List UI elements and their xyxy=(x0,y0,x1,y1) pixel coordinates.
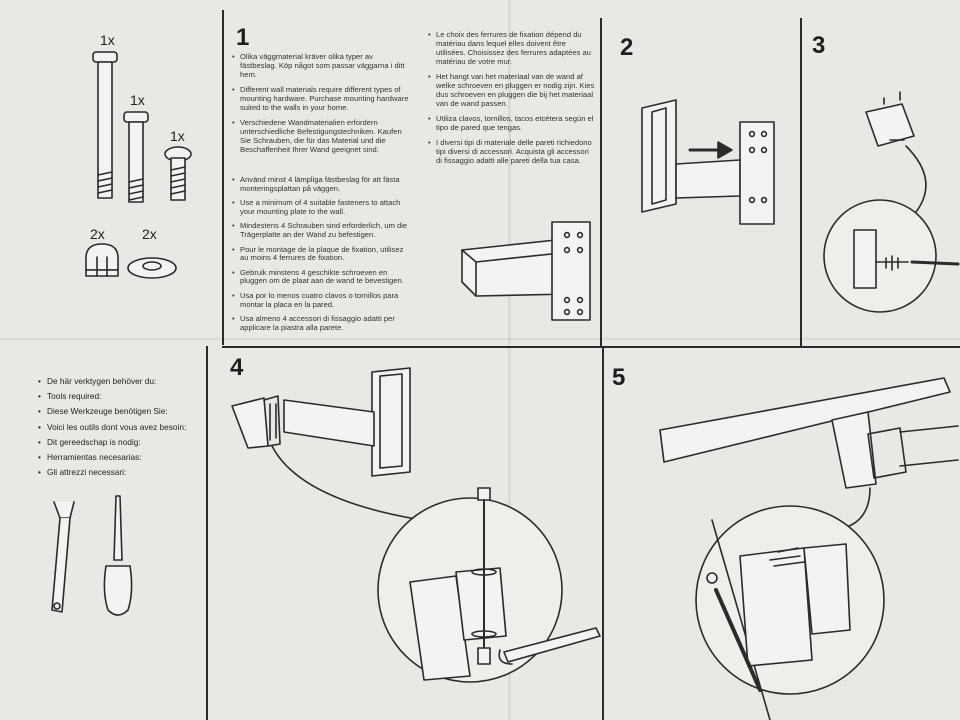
tools-item-sv: De här verktygen behöver du: xyxy=(38,374,218,389)
step-number-1: 1 xyxy=(236,24,250,51)
qty-washer: 2x xyxy=(142,226,157,242)
tools-item-fr: Voici les outils dont vous avez besoin: xyxy=(38,420,218,435)
screwdriver-icon xyxy=(103,495,133,616)
tools-item-de: Diese Werkzeuge benötigen Sie: xyxy=(38,404,218,419)
text-en-top: Different wall materials require differe… xyxy=(232,85,410,112)
tools-item-nl: Dit gereedschap is nodig: xyxy=(38,435,218,450)
step5-illustration xyxy=(659,377,959,720)
text-sv-bottom: Använd minst 4 lämpliga fästbeslag för a… xyxy=(232,175,410,193)
qty-long-bolt: 1x xyxy=(100,32,115,48)
tools-item-it: Gli attrezzi necessari: xyxy=(38,465,218,480)
short-bolt-icon xyxy=(164,146,192,201)
step-number-4: 4 xyxy=(230,354,244,381)
fold-line-horizontal xyxy=(0,338,960,340)
grid-line-v3 xyxy=(800,18,802,348)
step1-text-top: Olika väggmaterial kräver olika typer av… xyxy=(232,52,410,160)
washer-icon xyxy=(127,257,177,279)
tools-item-en: Tools required: xyxy=(38,389,218,404)
step3-illustration xyxy=(823,91,960,313)
tools-item-es: Herramientas necesarias: xyxy=(38,450,218,465)
fold-line-vertical xyxy=(508,0,511,720)
text-de-bottom: Mindestens 4 Schrauben sind erforderlich… xyxy=(232,222,410,239)
step4-illustration xyxy=(231,367,601,683)
mid-bolt-icon xyxy=(123,111,149,203)
cap-nut-icon xyxy=(85,243,119,277)
grid-line-h1 xyxy=(222,346,960,348)
grid-line-v5 xyxy=(602,348,604,720)
text-it-top: I diversi tipi di materiale delle pareti… xyxy=(428,138,596,165)
step-number-3: 3 xyxy=(812,32,826,59)
text-fr-bottom: Pour le montage de la plaque de fixation… xyxy=(232,245,410,263)
text-fr-top: Le choix des ferrures de fixation dépend… xyxy=(428,30,596,66)
qty-short-bolt: 1x xyxy=(170,128,185,144)
text-es-top: Utiliza clavos, tornillos, tacos etcéter… xyxy=(428,114,596,132)
step-number-2: 2 xyxy=(620,34,634,61)
tools-list: De här verktygen behöver du: Tools requi… xyxy=(38,374,218,481)
wrench-icon xyxy=(51,501,75,613)
text-es-bottom: Usa por lo menos cuatro clavos o tornill… xyxy=(232,291,410,309)
text-en-bottom: Use a minimum of 4 suitable fasteners to… xyxy=(232,198,410,216)
grid-line-v2 xyxy=(600,18,602,348)
step-number-5: 5 xyxy=(612,364,626,391)
step1-bracket-illustration xyxy=(461,221,591,321)
long-bolt-icon xyxy=(92,51,118,199)
grid-line-v1 xyxy=(222,10,224,345)
text-nl-top: Het hangt van het materiaal van de wand … xyxy=(428,72,596,108)
step1-text-right: Le choix des ferrures de fixation dépend… xyxy=(428,30,596,171)
grid-line-v4 xyxy=(206,346,208,720)
step1-text-bottom: Använd minst 4 lämpliga fästbeslag för a… xyxy=(232,175,410,338)
text-sv-top: Olika väggmaterial kräver olika typer av… xyxy=(232,52,410,79)
text-it-bottom: Usa almeno 4 accessori di fissaggio adat… xyxy=(232,314,410,332)
qty-nut: 2x xyxy=(90,226,105,242)
text-nl-bottom: Gebruik minstens 4 geschikte schroeven e… xyxy=(232,268,410,286)
text-de-top: Verschiedene Wandmaterialien erfordern u… xyxy=(232,118,410,154)
qty-mid-bolt: 1x xyxy=(130,92,145,108)
step2-illustration xyxy=(641,99,775,225)
